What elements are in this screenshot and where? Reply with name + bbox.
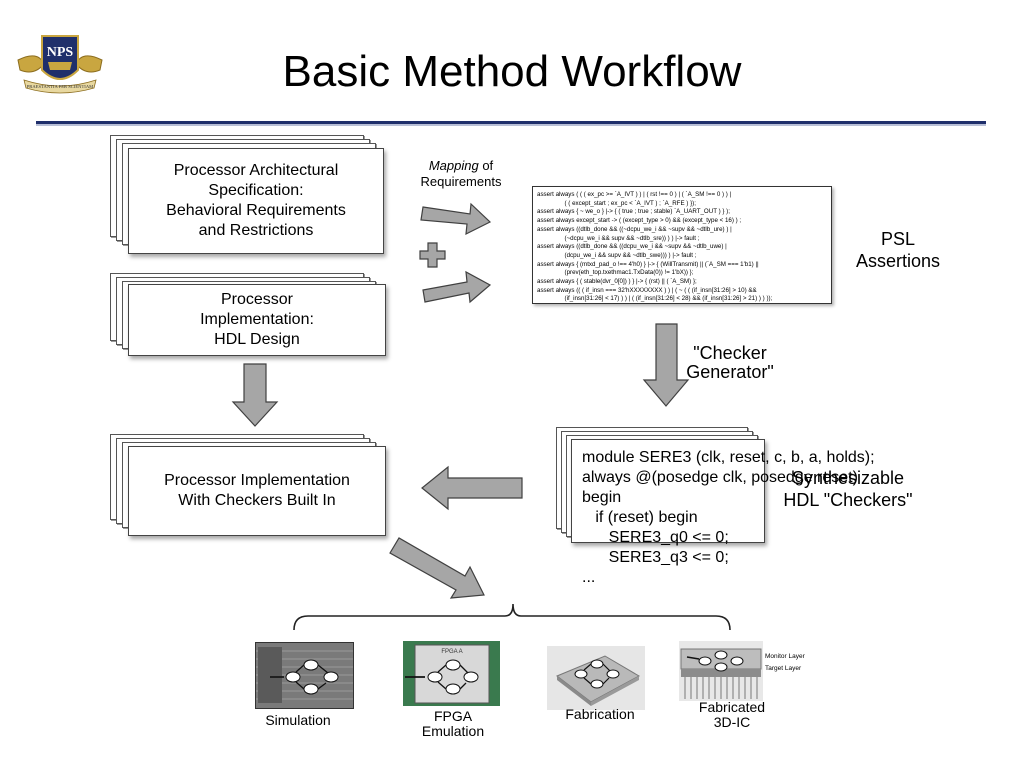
- impl-stack: Processor Implementation: HDL Design: [110, 273, 386, 357]
- logo-text: NPS: [47, 45, 74, 60]
- psl-line: (if_insn[31:26] < 17) ) ) | ( (if_insn[3…: [537, 295, 773, 303]
- 3d-ic-label: Fabricated 3D-IC: [698, 699, 766, 730]
- fabrication-label: Fabrication: [565, 706, 635, 722]
- psl-line: assert always ( ( ( ex_pc >= `A_IVT ) ) …: [537, 191, 732, 198]
- mapping-italic: Mapping: [428, 158, 479, 173]
- arrow-spec-to-psl: [420, 202, 492, 236]
- spec-stack: Processor Architectural Specification: B…: [110, 135, 386, 257]
- monitor-layer-label: Monitor Layer: [765, 653, 805, 660]
- 3d-ic-thumbnail: [679, 641, 763, 701]
- psl-line: assert always except_start -> ( (except_…: [537, 217, 742, 225]
- psl-line: assert always { ~ we_o } |-> { ( true ; …: [537, 208, 730, 216]
- arrow-built-in-to-targets: [389, 537, 485, 599]
- hdl-line: ...: [582, 569, 596, 586]
- psl-line: assert always (( ( if_insn === 32'hXXXXX…: [537, 286, 757, 294]
- arrow-hdl-to-built-in: [421, 465, 523, 511]
- psl-label: PSL Assertions: [855, 229, 941, 271]
- title-rule: [36, 121, 986, 124]
- built-in-box: Processor Implementation With Checkers B…: [128, 446, 386, 536]
- hdl-line: SERE3_q0 <= 0;: [582, 529, 729, 546]
- fpga-thumbnail: FPGA A: [403, 641, 500, 706]
- target-layer-label: Target Layer: [765, 665, 802, 672]
- psl-line: (prev(eth_top.txethmac1.TxData(0)) != 1'…: [537, 269, 694, 277]
- psl-line: (~dcpu_we_i && supv && ~dtlb_sre)) ) ) |…: [537, 234, 700, 242]
- arrow-impl-down: [231, 363, 279, 427]
- psl-line: assert always ((dtlb_done && ((~dcpu_we_…: [537, 225, 732, 233]
- nps-logo: NPS PRAESTANTIA PER SCIENTIAM: [17, 35, 103, 94]
- built-in-text: Processor Implementation With Checkers B…: [164, 472, 350, 509]
- hdl-line: if (reset) begin: [582, 509, 698, 526]
- mapping-line2: Requirements: [420, 174, 502, 189]
- psl-line: (dcpu_we_i && supv && ~dtlb_swe))) ) |->…: [537, 251, 697, 259]
- built-in-stack: Processor Implementation With Checkers B…: [110, 434, 386, 536]
- page-title: Basic Method Workflow: [282, 47, 742, 96]
- psl-line: assert always { ( stable(dvr_0[0]) ) } |…: [537, 278, 697, 286]
- impl-text: Processor Implementation: HDL Design: [200, 291, 314, 348]
- targets-bracket: [293, 603, 731, 631]
- simulation-thumbnail: [255, 642, 354, 709]
- spec-text: Processor Architectural Specification: B…: [166, 162, 346, 239]
- psl-line: assert always ((dtlb_done && ((dcpu_we_i…: [537, 243, 727, 251]
- fpga-chip-text: FPGA A: [441, 649, 462, 655]
- fabrication-thumbnail: [547, 646, 645, 710]
- checker-generator-label: "Checker Generator": [686, 343, 774, 382]
- logo-motto: PRAESTANTIA PER SCIENTIAM: [27, 84, 94, 89]
- mapping-label: Mapping of Requirements: [408, 158, 514, 190]
- psl-line: ( ( except_start ; ex_pc < `A_IVT ) ; `A…: [537, 199, 696, 207]
- fpga-graphic: FPGA A: [403, 641, 500, 706]
- hdl-line: SERE3_q3 <= 0;: [582, 549, 729, 566]
- arrow-impl-to-psl: [422, 270, 492, 304]
- psl-line: assert always { (mtxd_pad_o !== 4'h0) } …: [537, 260, 759, 268]
- 3d-ic-graphic: [679, 641, 763, 701]
- mapping-of: of: [478, 158, 494, 173]
- hdl-line: begin: [582, 489, 622, 506]
- simulation-label: Simulation: [265, 712, 331, 728]
- hdl-stack: module SERE3 (clk, reset, c, b, a, holds…: [556, 427, 875, 586]
- spec-box: Processor Architectural Specification: B…: [128, 148, 384, 254]
- plus-icon: [419, 242, 446, 268]
- fpga-label: FPGA Emulation: [421, 708, 485, 739]
- simulation-graphic: [256, 643, 353, 708]
- title-rule-shadow: [36, 124, 986, 126]
- arrow-psl-down: [642, 323, 690, 407]
- impl-box: Processor Implementation: HDL Design: [128, 284, 386, 356]
- fabrication-graphic: [547, 646, 645, 710]
- synth-label: Synthesizable HDL "Checkers": [783, 468, 913, 510]
- psl-code-box: assert always ( ( ( ex_pc >= `A_IVT ) ) …: [532, 186, 832, 304]
